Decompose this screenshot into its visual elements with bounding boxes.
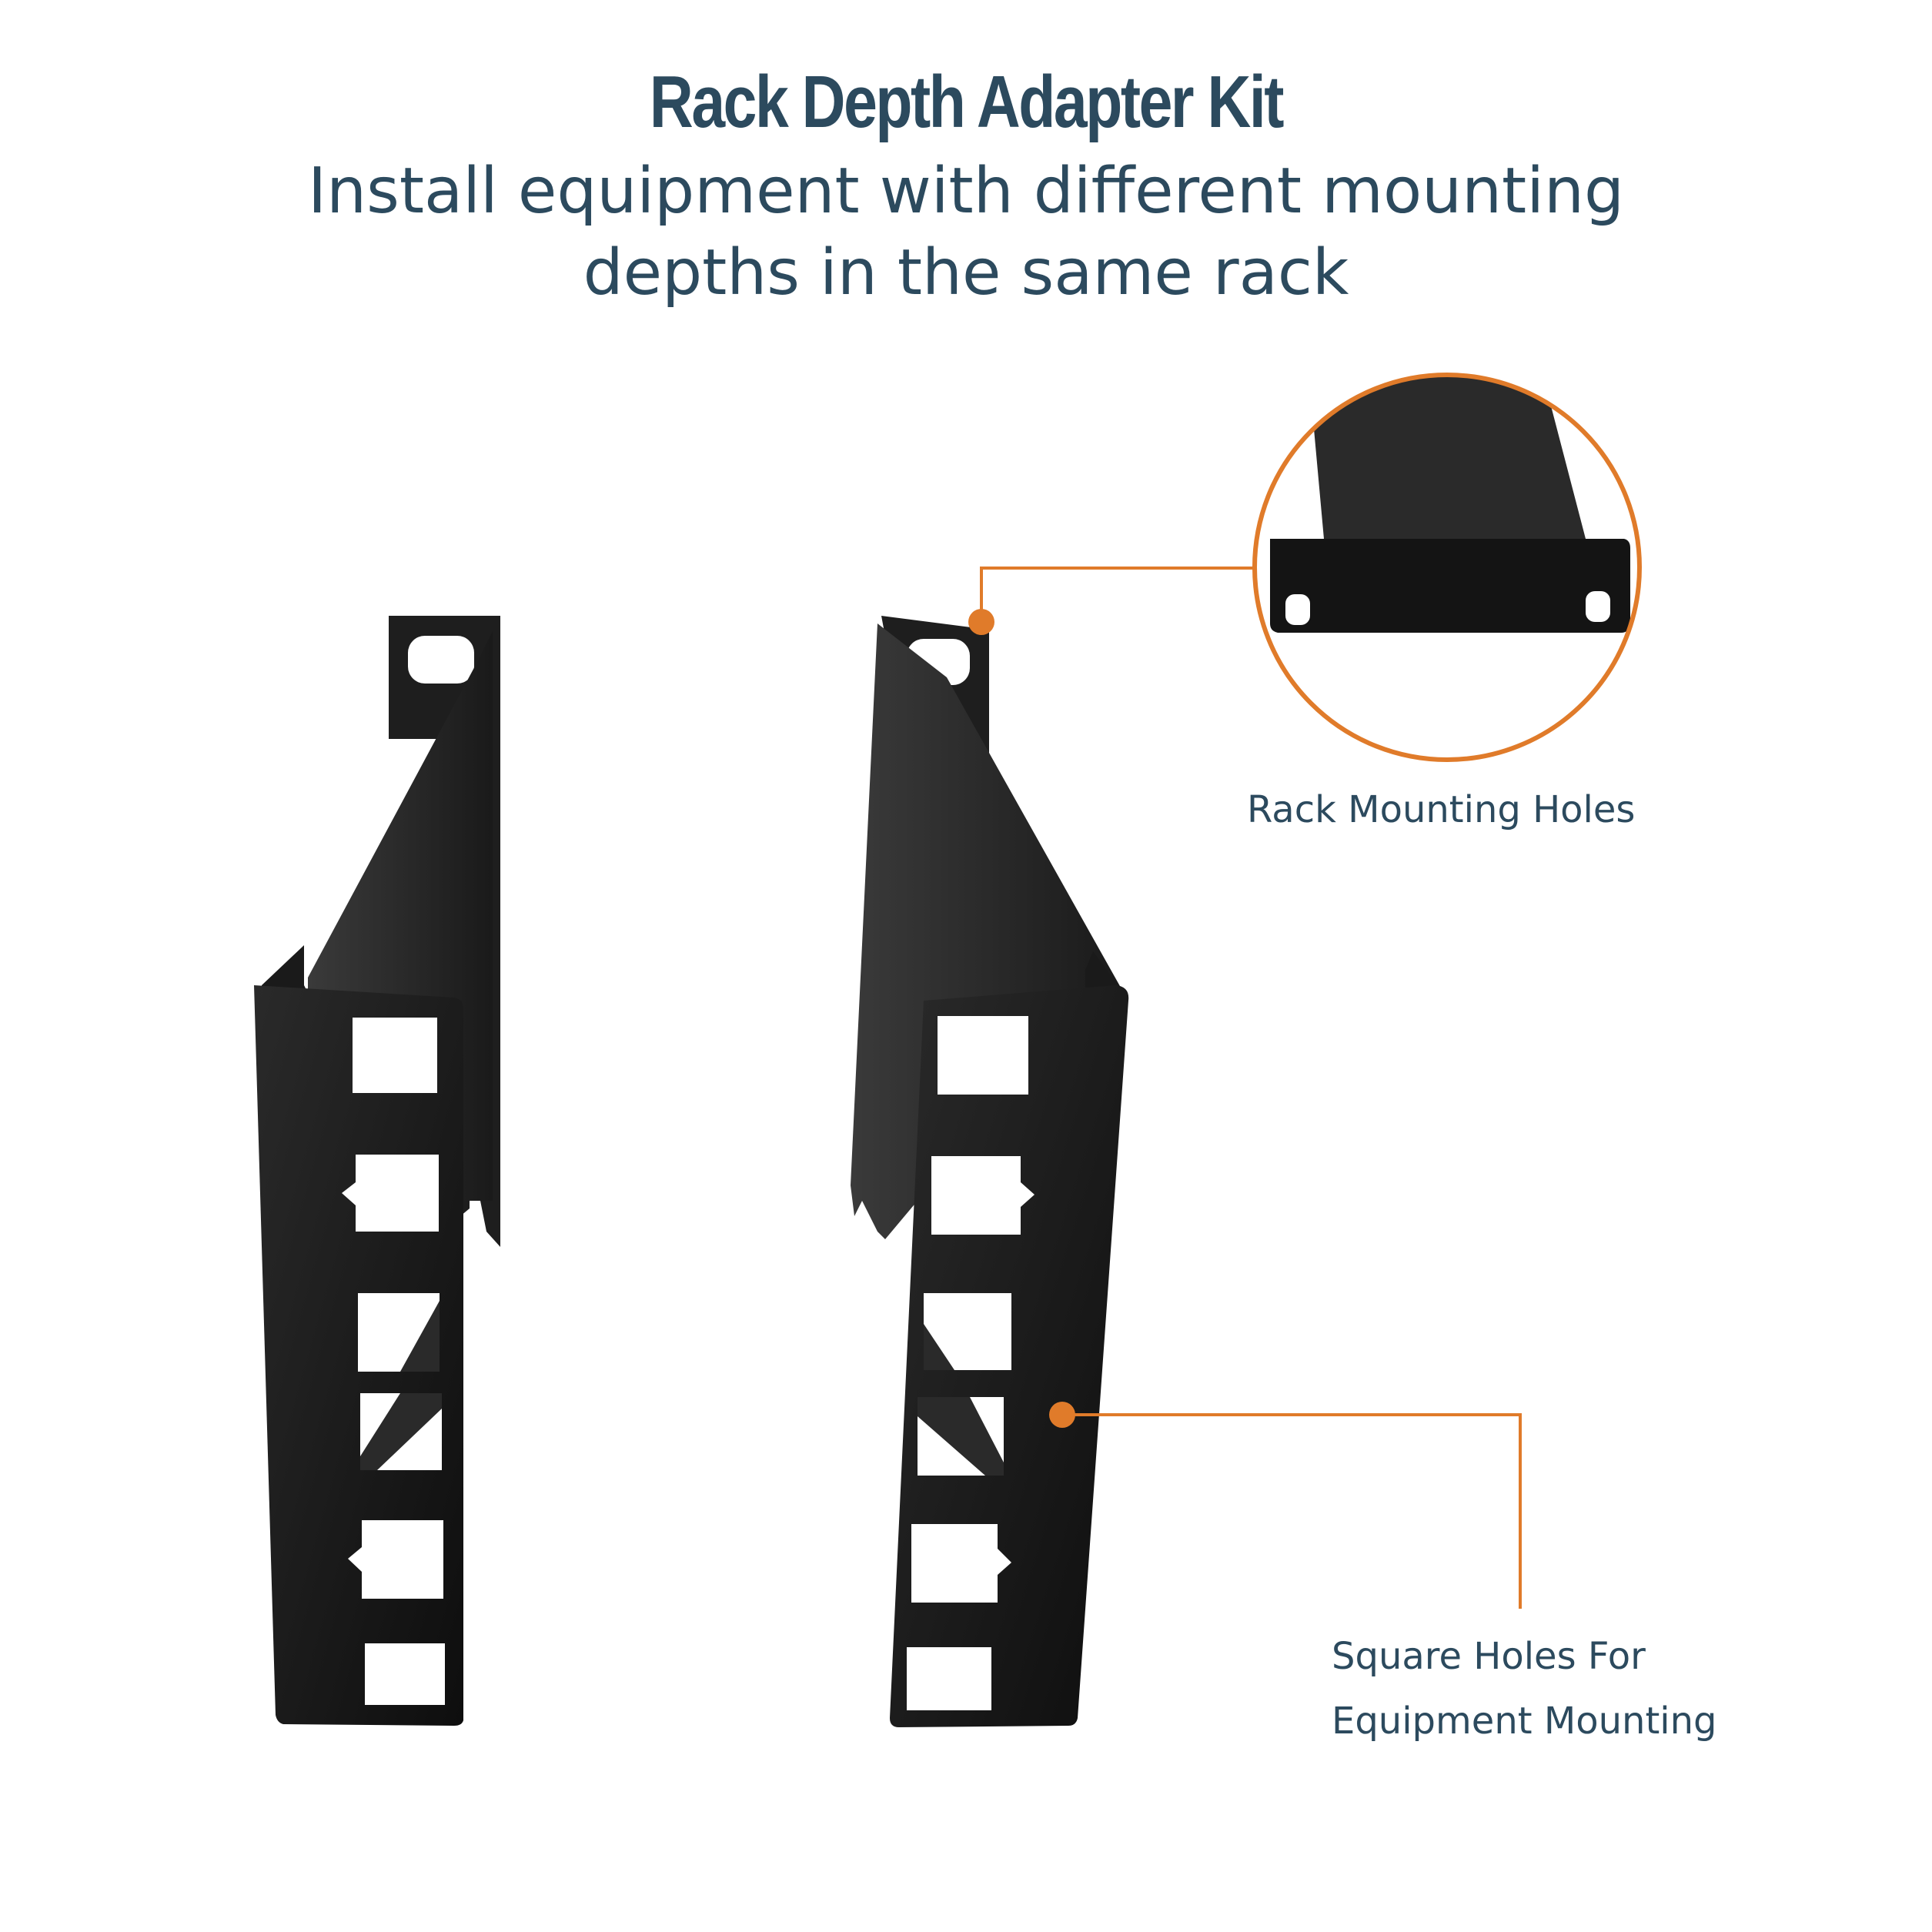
callout-square-holes-line bbox=[1062, 1413, 1522, 1609]
zoom-bracket-flange bbox=[1270, 539, 1630, 633]
zoom-bracket-wall bbox=[1309, 375, 1586, 539]
right-square-hole-1 bbox=[938, 1016, 1028, 1095]
zoom-mount-hole-right bbox=[1586, 591, 1610, 622]
right-hole-4-shadow bbox=[918, 1397, 1004, 1476]
left-hole-4-shadow bbox=[360, 1393, 442, 1470]
callout-rack-holes-line bbox=[980, 567, 1255, 622]
right-bracket bbox=[851, 616, 1129, 1727]
right-square-hole-2 bbox=[931, 1156, 1021, 1235]
rack-mounting-holes-label: Rack Mounting Holes bbox=[1247, 788, 1636, 831]
left-square-hole-5 bbox=[362, 1520, 443, 1599]
right-hole-5-notch bbox=[998, 1549, 1011, 1575]
right-square-hole-5 bbox=[911, 1524, 998, 1603]
subtitle-line-1: Install equipment with different mountin… bbox=[307, 155, 1625, 228]
right-square-hole-6 bbox=[907, 1647, 991, 1710]
callout-square-holes-dot bbox=[1049, 1402, 1075, 1428]
left-rack-mount-hole bbox=[408, 636, 474, 684]
right-bracket-side-wall bbox=[851, 623, 1124, 1239]
left-hole-3-shadow bbox=[400, 1301, 440, 1372]
left-bracket-side-wall bbox=[308, 631, 493, 1201]
left-bracket bbox=[254, 616, 500, 1726]
square-holes-label-line-2: Equipment Mounting bbox=[1332, 1700, 1717, 1743]
callout-rack-holes-dot bbox=[968, 609, 994, 635]
right-hole-2-notch bbox=[1021, 1182, 1035, 1207]
page-title: Rack Depth Adapter Kit bbox=[649, 61, 1285, 143]
callout-square-holes bbox=[1049, 1402, 1522, 1609]
page-subtitle: Install equipment with different mountin… bbox=[0, 151, 1932, 314]
rack-holes-zoom-circle bbox=[1252, 373, 1642, 762]
callout-rack-holes bbox=[968, 567, 1255, 635]
right-hole-3-shadow bbox=[924, 1324, 954, 1370]
square-holes-label-line-1: Square Holes For bbox=[1332, 1635, 1646, 1678]
left-square-hole-6 bbox=[365, 1643, 445, 1705]
zoom-mount-hole-left bbox=[1285, 594, 1310, 625]
left-hole-5-notch bbox=[348, 1547, 362, 1572]
left-square-hole-2 bbox=[356, 1155, 439, 1232]
subtitle-line-2: depths in the same rack bbox=[583, 236, 1349, 309]
left-hole-2-notch bbox=[342, 1182, 356, 1205]
square-holes-label: Square Holes For Equipment Mounting bbox=[1332, 1624, 1716, 1753]
left-square-hole-1 bbox=[353, 1018, 437, 1093]
